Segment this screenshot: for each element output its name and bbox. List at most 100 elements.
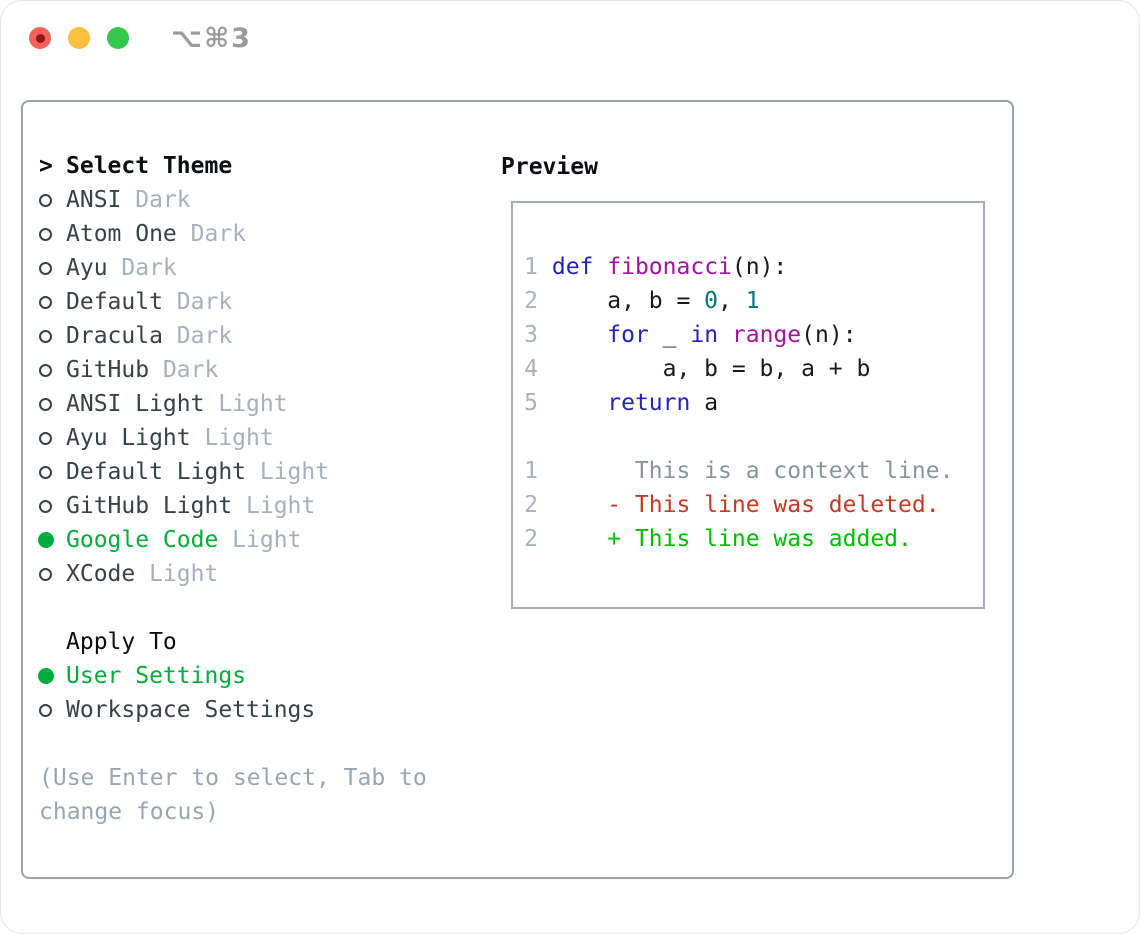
- code-segment: range: [731, 322, 802, 348]
- theme-name: Atom One: [66, 221, 177, 247]
- code-segment: in: [690, 322, 719, 348]
- radio-icon: [39, 329, 66, 343]
- theme-variant: Dark: [107, 255, 177, 281]
- theme-name: XCode: [66, 561, 136, 587]
- theme-option-dracula[interactable]: Dracula Dark: [39, 319, 427, 353]
- code-segment: fibonacci: [607, 254, 732, 280]
- line-number: 2: [524, 492, 538, 518]
- radio-icon: [39, 363, 66, 377]
- line-number: 1: [524, 458, 538, 484]
- theme-option-github-light[interactable]: GitHub Light Light: [39, 489, 427, 523]
- apply-option-user-settings[interactable]: User Settings: [38, 659, 427, 693]
- selected-radio-icon: [38, 532, 66, 548]
- code-segment: def: [551, 254, 594, 280]
- theme-variant: Dark: [176, 221, 247, 247]
- theme-variant: Dark: [149, 357, 219, 383]
- theme-name: ANSI: [66, 187, 122, 213]
- close-dot-icon: [35, 33, 45, 43]
- radio-icon: [39, 465, 66, 479]
- code-segment: This is a context line.: [538, 458, 954, 484]
- theme-option-ansi[interactable]: ANSI Dark: [39, 183, 427, 217]
- theme-variant: Dark: [162, 289, 233, 315]
- theme-option-atom-one[interactable]: Atom One Dark: [39, 217, 427, 251]
- code-segment: a, b =: [538, 288, 705, 314]
- theme-name: Default: [66, 289, 163, 315]
- code-segment: [593, 250, 607, 284]
- theme-name: Dracula: [66, 323, 163, 349]
- radio-icon: [39, 227, 66, 241]
- theme-variant: Light: [204, 391, 288, 417]
- theme-name: ANSI Light: [66, 391, 205, 417]
- preview-line: 1 This is a context line.: [523, 454, 953, 488]
- spacer: [39, 591, 427, 625]
- radio-icon: [39, 193, 66, 207]
- line-number: 3: [524, 322, 538, 348]
- titlebar: [29, 27, 129, 49]
- theme-name: Google Code: [66, 527, 219, 553]
- theme-option-default-light[interactable]: Default Light Light: [39, 455, 427, 489]
- theme-option-google-code[interactable]: Google Code Light: [38, 523, 427, 557]
- zoom-button[interactable]: [107, 27, 129, 49]
- select-theme-title: Select Theme: [66, 153, 233, 179]
- selected-radio-icon: [38, 668, 66, 684]
- radio-icon: [39, 499, 66, 513]
- theme-option-ayu[interactable]: Ayu Dark: [39, 251, 427, 285]
- code-segment: _: [648, 322, 691, 348]
- theme-option-default[interactable]: Default Dark: [39, 285, 427, 319]
- select-theme-header: > Select Theme: [39, 149, 427, 183]
- radio-icon: [39, 567, 66, 581]
- apply-option-workspace-settings[interactable]: Workspace Settings: [39, 693, 427, 727]
- preview-line: 4 a, b = b, a + b: [523, 352, 953, 386]
- code-segment: [538, 250, 552, 284]
- code-segment: (n):: [801, 322, 857, 348]
- code-segment: return: [607, 390, 691, 416]
- theme-variant: Light: [190, 425, 274, 451]
- spacer: [39, 727, 427, 761]
- preview-box: 1 def fibonacci (n): 2 a, b = 0, 1 3 for _ …: [511, 201, 985, 609]
- preview-line: 2 - This line was deleted.: [523, 488, 953, 522]
- theme-option-github[interactable]: GitHub Dark: [39, 353, 427, 387]
- theme-name: Ayu: [66, 255, 108, 281]
- radio-icon: [39, 261, 66, 275]
- apply-to-title: Apply To: [66, 629, 177, 655]
- radio-icon: [39, 295, 66, 309]
- code-segment: a, b = b, a + b: [538, 356, 871, 382]
- code-segment: [538, 386, 607, 420]
- apply-to-header: Apply To: [39, 625, 427, 659]
- preview-line: 2 + This line was added.: [523, 522, 953, 556]
- help-text-line1: (Use Enter to select, Tab to: [39, 765, 427, 791]
- theme-name: Ayu Light: [66, 425, 191, 451]
- theme-variant: Light: [232, 493, 316, 519]
- code-segment: - This line was deleted.: [538, 492, 940, 518]
- radio-icon: [39, 703, 66, 717]
- theme-variant: Dark: [162, 323, 233, 349]
- minimize-button[interactable]: [68, 27, 90, 49]
- theme-option-ayu-light[interactable]: Ayu Light Light: [39, 421, 427, 455]
- code-segment: [718, 318, 732, 352]
- line-number: 4: [524, 356, 538, 382]
- theme-variant: Light: [218, 527, 302, 553]
- preview-line: 5 return a: [523, 386, 953, 420]
- theme-name: GitHub: [66, 357, 150, 383]
- cursor-arrow-icon: >: [39, 153, 53, 179]
- code-segment: 0: [704, 288, 719, 314]
- code-segment: ,: [718, 288, 746, 314]
- window-title: ⌥⌘3: [171, 23, 252, 54]
- theme-option-ansi-light[interactable]: ANSI Light Light: [39, 387, 427, 421]
- theme-option-xcode[interactable]: XCode Light: [39, 557, 427, 591]
- code-segment: 1: [745, 288, 760, 314]
- theme-variant: Light: [135, 561, 219, 587]
- preview-line: 3 for _ in range(n):: [523, 318, 953, 352]
- blank-line: [523, 420, 953, 454]
- preview-title: Preview: [501, 154, 598, 180]
- code-segment: a: [690, 390, 719, 416]
- theme-name: GitHub Light: [66, 493, 233, 519]
- theme-name: Default Light: [66, 459, 247, 485]
- line-number: 2: [524, 526, 538, 552]
- line-number: 5: [524, 390, 538, 416]
- close-button[interactable]: [29, 27, 51, 49]
